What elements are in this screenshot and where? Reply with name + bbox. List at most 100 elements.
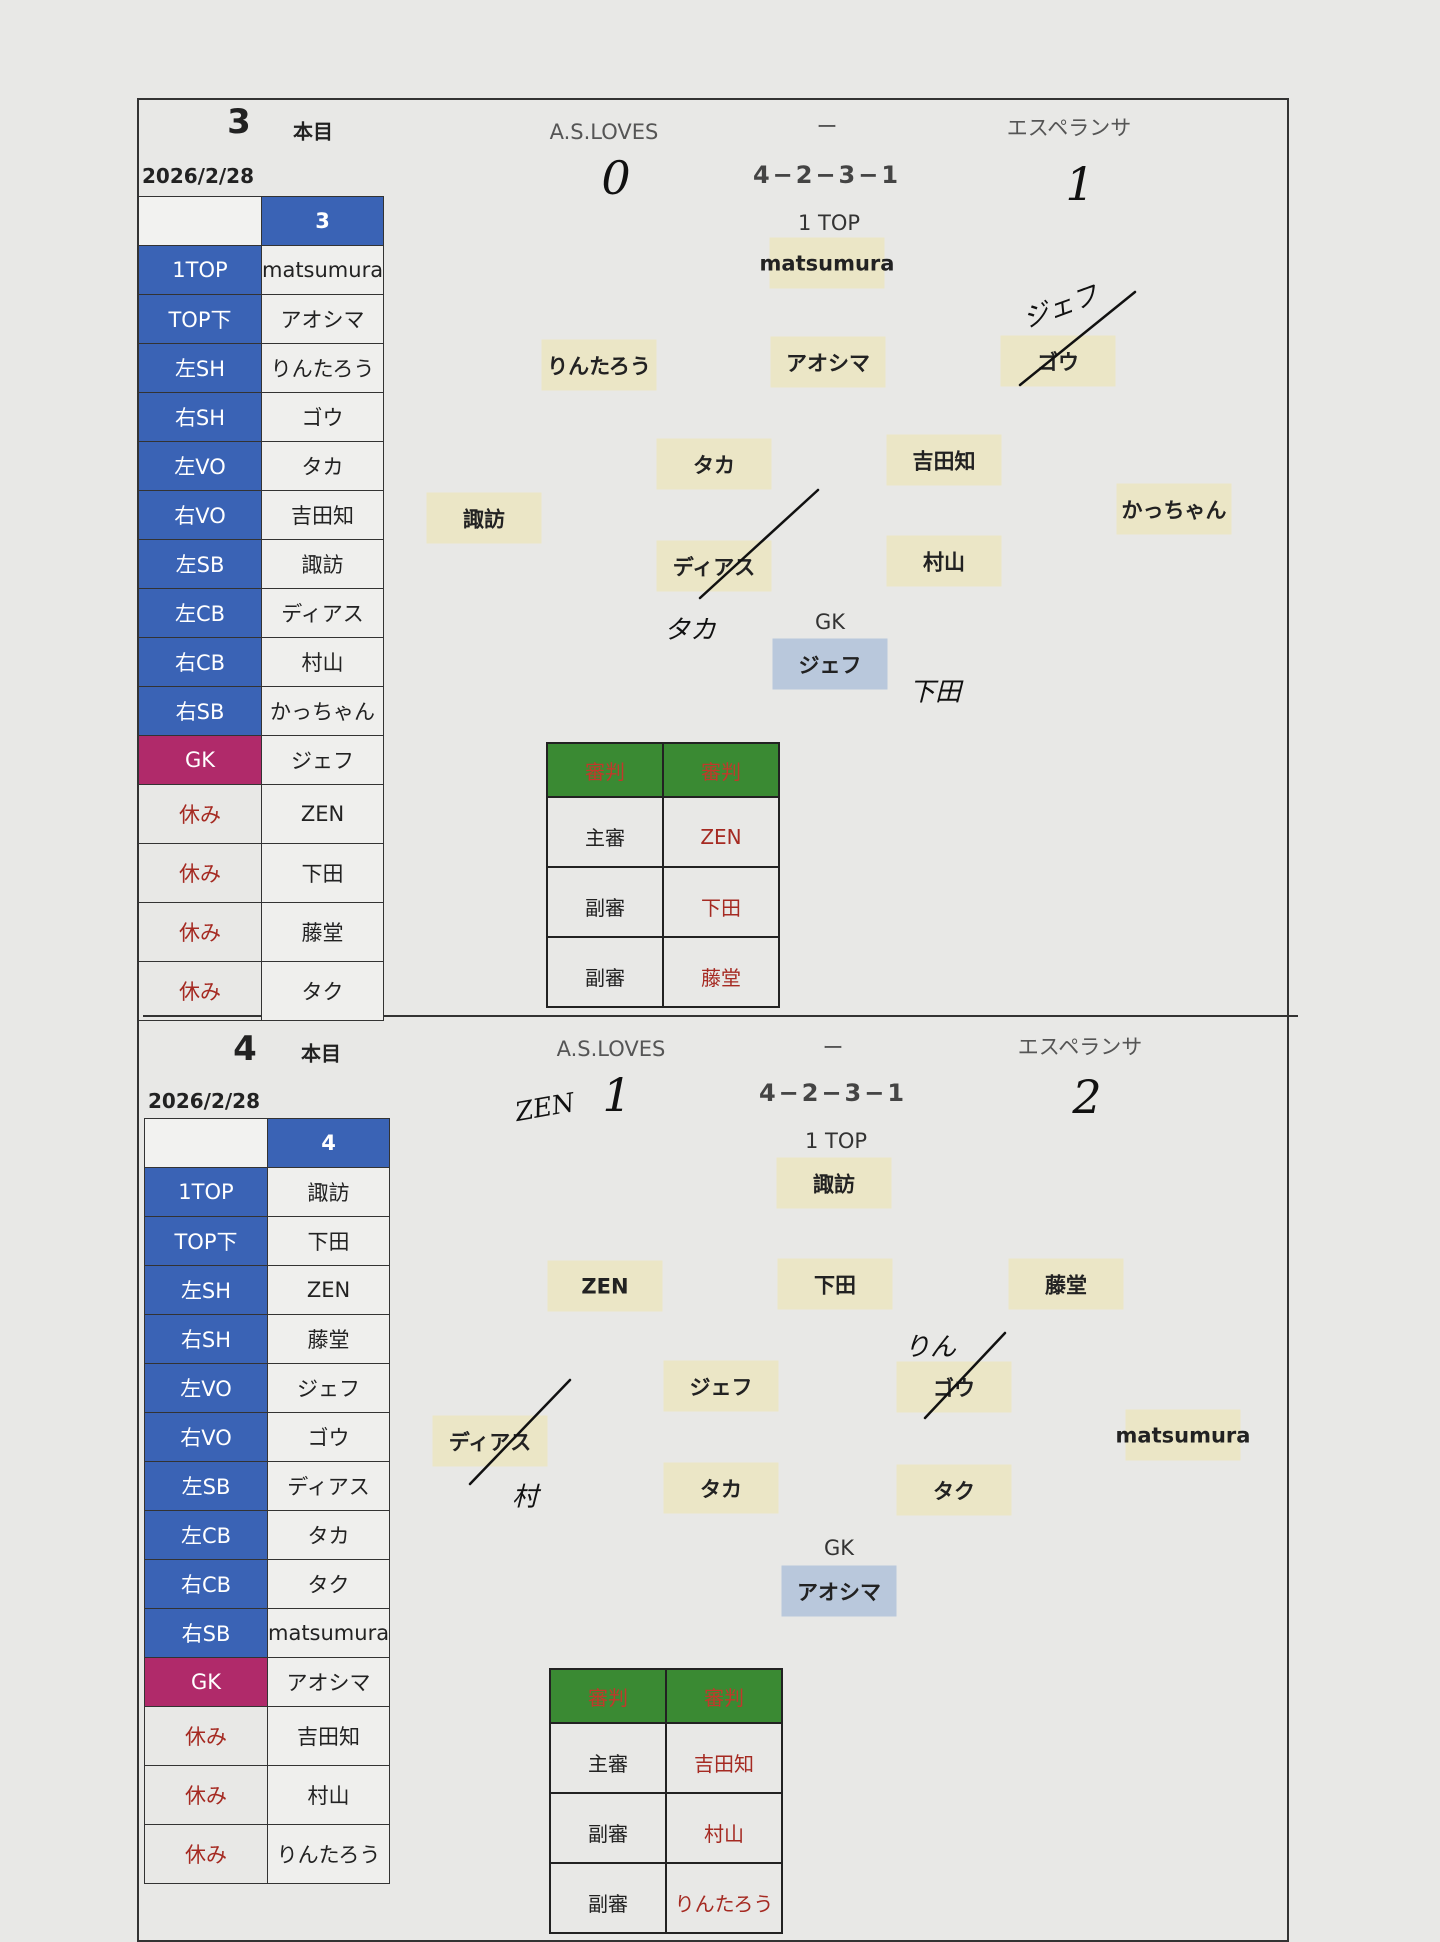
roster-header-game: 3 xyxy=(260,196,385,246)
rest-player: りんたろう xyxy=(266,1824,391,1884)
roster-position: GK xyxy=(138,735,262,785)
rest-label: 休み xyxy=(138,961,262,1021)
rest-label: 休み xyxy=(138,784,262,844)
roster-position: 左CB xyxy=(144,1510,268,1560)
pitch-player-am-c: アオシマ xyxy=(770,336,886,388)
pitch-player-top: 諏訪 xyxy=(776,1157,892,1209)
pitch-player-lb: 諏訪 xyxy=(426,492,542,544)
roster-position: 右CB xyxy=(138,637,262,687)
roster-player: ジェフ xyxy=(266,1363,391,1413)
roster-player: タカ xyxy=(260,441,385,491)
roster-row: TOP下アオシマ xyxy=(138,294,385,344)
roster-position: 1TOP xyxy=(138,245,262,295)
referee-header-row: 審判審判 xyxy=(549,1668,783,1724)
formation: 4−2−3−1 xyxy=(752,161,902,189)
pitch-player-dm-l: ジェフ xyxy=(663,1360,779,1412)
referee-row: 副審下田 xyxy=(546,866,780,938)
match-date: 2026/2/28 xyxy=(141,164,255,188)
roster-position: 左SH xyxy=(138,343,262,393)
pitch-player-dm-l: タカ xyxy=(656,438,772,490)
roster-player: かっちゃん xyxy=(260,686,385,736)
roster-player: matsumura xyxy=(260,245,385,295)
rest-label: 休み xyxy=(144,1706,268,1766)
pitch-player-am-r: 藤堂 xyxy=(1008,1258,1124,1310)
roster-row: TOP下下田 xyxy=(144,1216,391,1266)
referee-role: 副審 xyxy=(546,866,664,938)
roster-position: 右VO xyxy=(144,1412,268,1462)
home-team: A.S.LOVES xyxy=(556,1037,666,1061)
referee-role: 主審 xyxy=(546,796,664,868)
roster-player: ゴウ xyxy=(266,1412,391,1462)
game-number: 3 xyxy=(227,102,251,142)
game-suffix: 本目 xyxy=(293,119,333,144)
referee-row: 副審藤堂 xyxy=(546,936,780,1008)
away-team: エスペランサ xyxy=(1006,116,1132,140)
rest-row: 休みりんたろう xyxy=(144,1824,391,1884)
pitch-player-dm-r: 吉田知 xyxy=(886,434,1002,486)
strike-line xyxy=(468,1378,572,1486)
rest-player: 村山 xyxy=(266,1765,391,1825)
rest-label: 休み xyxy=(138,843,262,903)
handwritten-note: タカ xyxy=(663,615,717,646)
roster-header-blank xyxy=(138,196,262,246)
score-separator: ー xyxy=(822,1036,844,1060)
rest-player: 吉田知 xyxy=(266,1706,391,1766)
referee-role: 主審 xyxy=(549,1722,667,1794)
strike-line xyxy=(923,1331,1007,1420)
roster-position: 右SH xyxy=(144,1314,268,1364)
pitch-player-cb-r: タク xyxy=(896,1464,1012,1516)
gk-label: GK xyxy=(823,1536,855,1560)
pitch-player-cb-l: タカ xyxy=(663,1462,779,1514)
referee-role: 副審 xyxy=(549,1792,667,1864)
game-suffix: 本目 xyxy=(301,1041,341,1066)
away-team: エスペランサ xyxy=(1017,1035,1143,1059)
roster-position: 左CB xyxy=(138,588,262,638)
handwritten-note: 村 xyxy=(511,1482,539,1513)
roster-player: アオシマ xyxy=(260,294,385,344)
referee-role: 副審 xyxy=(546,936,664,1008)
referee-header-row: 審判審判 xyxy=(546,742,780,798)
rest-row: 休みタク xyxy=(138,961,385,1021)
home-score: 0 xyxy=(601,151,631,205)
game-number: 4 xyxy=(233,1029,257,1069)
away-score: 1 xyxy=(1065,157,1095,211)
roster-position: 左SH xyxy=(144,1265,268,1315)
roster-header-game: 4 xyxy=(266,1118,391,1168)
referee-name: 藤堂 xyxy=(662,936,780,1008)
roster-player: 村山 xyxy=(260,637,385,687)
match-date: 2026/2/28 xyxy=(147,1089,261,1113)
handwritten-note: りん xyxy=(903,1332,957,1363)
roster-position: 右SH xyxy=(138,392,262,442)
pitch-player-am-l: りんたろう xyxy=(541,339,657,391)
rest-row: 休み吉田知 xyxy=(144,1706,391,1766)
referee-row: 副審村山 xyxy=(549,1792,783,1864)
pitch-player-am-l: ZEN xyxy=(547,1260,663,1312)
home-team: A.S.LOVES xyxy=(549,120,659,144)
pitch-player-gk: アオシマ xyxy=(781,1565,897,1617)
section-divider xyxy=(143,1015,1298,1017)
one-top-label: 1 TOP xyxy=(804,1129,868,1153)
pitch-player-gk: ジェフ xyxy=(772,638,888,690)
roster-position: 右VO xyxy=(138,490,262,540)
roster-player: 下田 xyxy=(266,1216,391,1266)
referee-header: 審判 xyxy=(546,742,664,798)
roster-player: ディアス xyxy=(266,1461,391,1511)
roster-header-blank xyxy=(144,1118,268,1168)
roster-position: 左SB xyxy=(138,539,262,589)
roster-player: ZEN xyxy=(266,1265,391,1315)
referee-name: ZEN xyxy=(662,796,780,868)
